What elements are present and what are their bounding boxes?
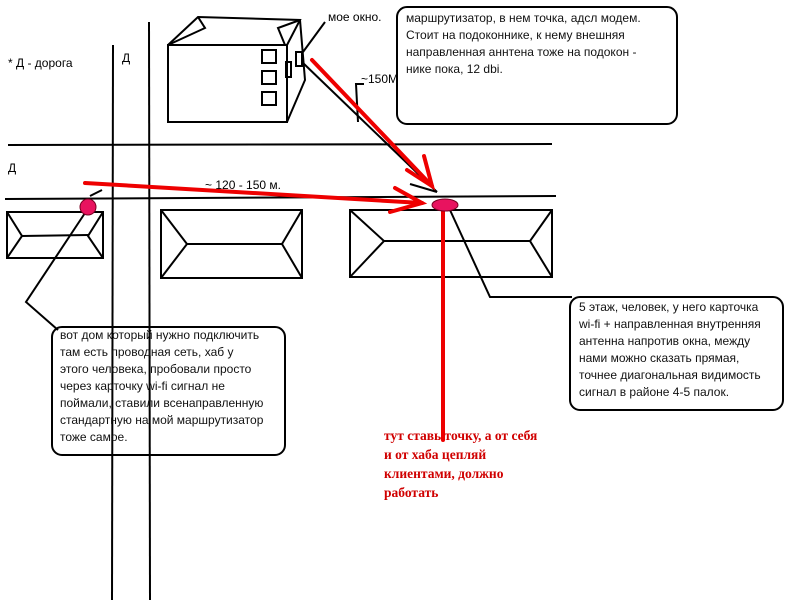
target-access-dot [79, 198, 97, 216]
access-point-dot [431, 198, 459, 212]
arrow-router-to-point [310, 58, 434, 188]
arrow-target-to-point [83, 181, 424, 205]
router-note-box [396, 6, 678, 125]
legend-label: * Д - дорога [8, 56, 73, 70]
road-horizontal-label: Д [8, 161, 17, 175]
router-note: маршрутизатор, в нем точка, адсл модем. … [406, 11, 641, 76]
target-house-note: вот дом который нужно подключить там ест… [60, 328, 264, 444]
house-target [6, 211, 104, 259]
house-fifth-floor [349, 209, 553, 278]
road-horizontal-top [7, 143, 553, 146]
house-middle [160, 209, 303, 279]
target-note-box [51, 326, 286, 456]
road-vertical-label: Д [122, 51, 131, 65]
target-house-pointer [24, 212, 86, 331]
fifth-floor-note: 5 этаж, человек, у него карточка wi-fi +… [579, 300, 761, 399]
my-window-pointer [302, 21, 326, 53]
distance-house-label: ~ 120 - 150 м. [205, 178, 281, 192]
road-vertical-right [148, 21, 151, 600]
my-building [167, 15, 307, 123]
distance-router-label: ~150M [361, 72, 399, 86]
my-window-label: мое окно. [328, 10, 382, 24]
road-horizontal-bottom [4, 195, 557, 200]
fifth-floor-pointer [449, 209, 572, 298]
road-vertical-left [111, 44, 114, 600]
fifth-floor-note-box [569, 296, 784, 411]
advice-note: тут ставь точку, а от себя и от хаба цеп… [384, 428, 538, 500]
